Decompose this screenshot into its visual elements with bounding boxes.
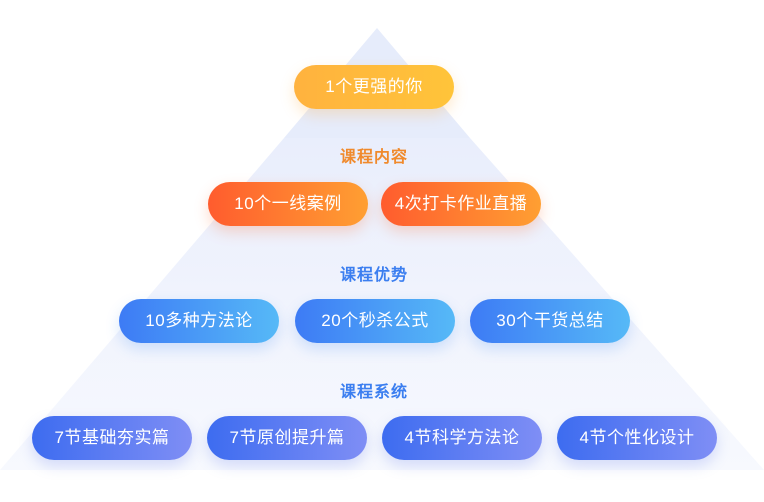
section-label-content-text: 课程内容 bbox=[339, 149, 408, 166]
pill-system-original: 7节原创提升篇 bbox=[207, 416, 367, 460]
pill-advantage-summaries: 30个干货总结 bbox=[470, 299, 630, 343]
pill-system-personalized: 4节个性化设计 bbox=[557, 416, 717, 460]
pill-advantage-summaries-label: 30个干货总结 bbox=[496, 311, 604, 330]
section-label-system: 课程系统 bbox=[314, 378, 434, 402]
pill-system-scientific: 4节科学方法论 bbox=[382, 416, 542, 460]
pill-content-cases-label: 10个一线案例 bbox=[234, 194, 342, 213]
pill-advantage-formulas-label: 20个秒杀公式 bbox=[321, 311, 429, 330]
pill-content-cases: 10个一线案例 bbox=[208, 182, 368, 226]
pill-content-livestream: 4次打卡作业直播 bbox=[381, 182, 541, 226]
pill-advantage-formulas: 20个秒杀公式 bbox=[295, 299, 455, 343]
pill-top-goal: 1个更强的你 bbox=[294, 65, 454, 109]
section-label-advantages: 课程优势 bbox=[314, 261, 434, 285]
pill-system-original-label: 7节原创提升篇 bbox=[229, 428, 345, 447]
pill-content-livestream-label: 4次打卡作业直播 bbox=[394, 194, 528, 213]
pill-system-personalized-label: 4节个性化设计 bbox=[579, 428, 695, 447]
pill-advantage-methods-label: 10多种方法论 bbox=[145, 311, 253, 330]
section-label-system-text: 课程系统 bbox=[339, 384, 408, 401]
pill-advantage-methods: 10多种方法论 bbox=[119, 299, 279, 343]
section-label-content: 课程内容 bbox=[314, 143, 434, 167]
pill-top-goal-label: 1个更强的你 bbox=[325, 77, 423, 96]
section-label-advantages-text: 课程优势 bbox=[339, 267, 408, 284]
pill-system-basics: 7节基础夯实篇 bbox=[32, 416, 192, 460]
pill-system-basics-label: 7节基础夯实篇 bbox=[54, 428, 170, 447]
pill-system-scientific-label: 4节科学方法论 bbox=[404, 428, 520, 447]
